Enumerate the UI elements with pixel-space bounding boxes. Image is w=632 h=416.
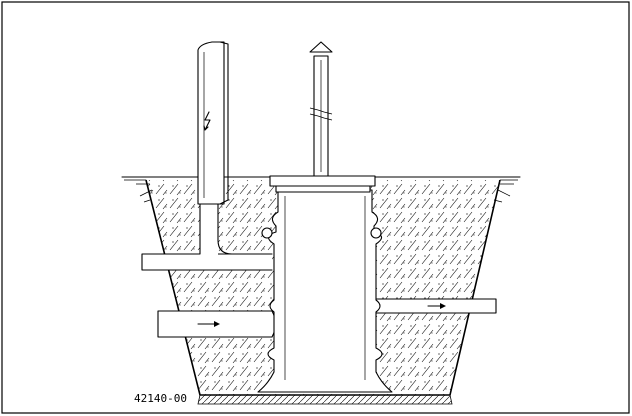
gravel-bed — [197, 394, 453, 405]
vent-pipe — [309, 41, 333, 177]
cable-duct — [141, 201, 273, 271]
arrow-up-icon — [309, 41, 333, 53]
tank-lid — [269, 175, 376, 187]
lifting-lug-left — [261, 227, 273, 239]
inlet-pipe — [157, 310, 277, 338]
drawing-number: 42140-00 — [134, 392, 187, 405]
arrow-right-icon — [197, 321, 220, 327]
arrow-right-icon — [427, 303, 446, 309]
control-cabinet — [197, 41, 229, 205]
lifting-lug-right — [370, 227, 382, 239]
tank-body — [257, 189, 393, 393]
lightning-bolt-icon — [203, 111, 211, 131]
